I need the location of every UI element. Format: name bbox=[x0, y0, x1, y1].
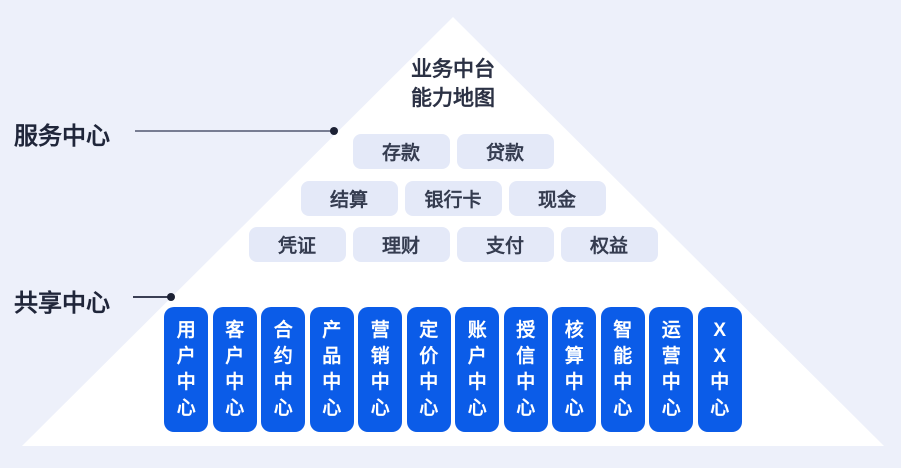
shared-center-pill: 用户中心 bbox=[164, 307, 209, 432]
shared-center-pill: 合约中心 bbox=[261, 307, 306, 432]
capability-pill: 权益 bbox=[560, 227, 658, 262]
capability-pill: 凭证 bbox=[248, 227, 346, 262]
service-row-2: 结算银行卡现金 bbox=[22, 181, 884, 216]
shared-center-pill: 核算中心 bbox=[552, 307, 597, 432]
shared-center-pill: 账户中心 bbox=[455, 307, 500, 432]
shared-center-pill: 客户中心 bbox=[212, 307, 257, 432]
shared-center-pill: 产品中心 bbox=[309, 307, 354, 432]
pyramid-title-line2: 能力地图 bbox=[411, 87, 495, 110]
pyramid-title-line1: 业务中台 bbox=[411, 58, 495, 81]
service-row-3: 凭证理财支付权益 bbox=[22, 227, 884, 262]
service-connector-line bbox=[135, 130, 331, 132]
capability-pill: 贷款 bbox=[456, 134, 554, 169]
shared-center-label: 共享中心 bbox=[14, 290, 110, 317]
shared-center-pill: 定价中心 bbox=[406, 307, 451, 432]
capability-pill: 结算 bbox=[300, 181, 398, 216]
shared-center-pill: 授信中心 bbox=[503, 307, 548, 432]
service-center-label: 服务中心 bbox=[14, 123, 110, 150]
capability-pill: 理财 bbox=[352, 227, 450, 262]
capability-pill: 银行卡 bbox=[404, 181, 502, 216]
shared-connector-dot bbox=[167, 293, 175, 301]
shared-centers-row: 用户中心客户中心合约中心产品中心营销中心定价中心账户中心授信中心核算中心智能中心… bbox=[22, 307, 884, 432]
shared-center-pill: 运营中心 bbox=[649, 307, 694, 432]
shared-center-pill: 营销中心 bbox=[358, 307, 403, 432]
shared-center-pill: 智能中心 bbox=[600, 307, 645, 432]
capability-pill: 支付 bbox=[456, 227, 554, 262]
shared-connector-line bbox=[133, 296, 168, 298]
capability-pill: 现金 bbox=[508, 181, 606, 216]
pyramid-title: 业务中台 能力地图 bbox=[411, 55, 495, 113]
capability-pill: 存款 bbox=[352, 134, 450, 169]
service-row-1: 存款贷款 bbox=[22, 134, 884, 169]
service-connector-dot bbox=[330, 127, 338, 135]
